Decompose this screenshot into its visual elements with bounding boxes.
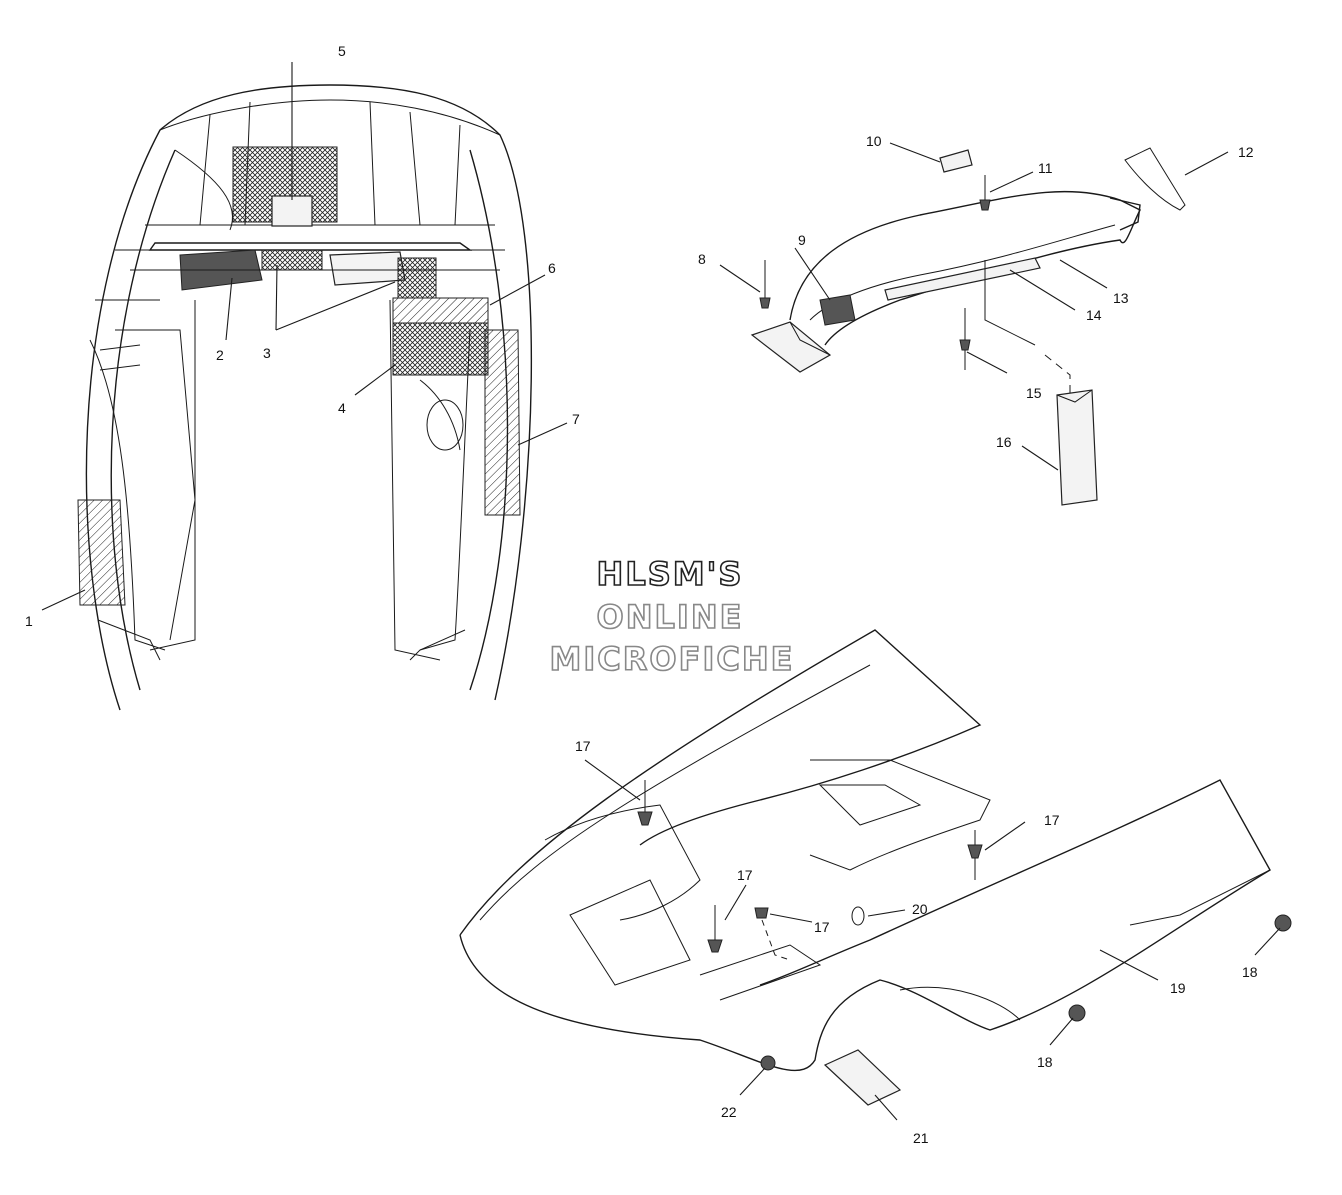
callout-17d: 17 [814, 919, 830, 935]
callout-15: 15 [1026, 385, 1042, 401]
callout-18a: 18 [1242, 964, 1258, 980]
watermark-line-2: ONLINE [597, 598, 744, 636]
callout-5: 5 [338, 43, 346, 59]
hood-assembly [77, 84, 533, 711]
callout-10: 10 [866, 133, 882, 149]
callout-1: 1 [25, 613, 33, 629]
bellypan-assembly [459, 629, 1292, 1106]
watermark: HLSM'S ONLINE MICROFICHE [549, 554, 795, 679]
callout-16: 16 [996, 434, 1012, 450]
callout-3: 3 [263, 345, 271, 361]
callout-21: 21 [913, 1130, 929, 1146]
watermark-line-1: HLSM'S [597, 555, 744, 593]
callout-11: 11 [1038, 160, 1053, 176]
callout-17a: 17 [575, 738, 591, 754]
callout-8: 8 [698, 251, 706, 267]
callout-17b: 17 [1044, 812, 1060, 828]
leader-lines [41, 62, 1281, 1121]
callout-4: 4 [338, 400, 346, 416]
callout-2: 2 [216, 347, 224, 363]
callout-19: 19 [1170, 980, 1186, 996]
callout-9: 9 [798, 232, 806, 248]
callout-22: 22 [721, 1104, 737, 1120]
watermark-line-3: MICROFICHE [550, 640, 795, 678]
callout-20: 20 [912, 901, 928, 917]
fender-assembly [750, 147, 1186, 506]
callout-6: 6 [548, 260, 556, 276]
callout-labels: 5 2 3 6 4 7 1 8 9 10 11 12 13 14 15 16 1… [25, 43, 1258, 1146]
callout-18b: 18 [1037, 1054, 1053, 1070]
callout-12: 12 [1238, 144, 1254, 160]
callout-7: 7 [572, 411, 580, 427]
callout-13: 13 [1113, 290, 1129, 306]
callout-17c: 17 [737, 867, 753, 883]
callout-14: 14 [1086, 307, 1102, 323]
